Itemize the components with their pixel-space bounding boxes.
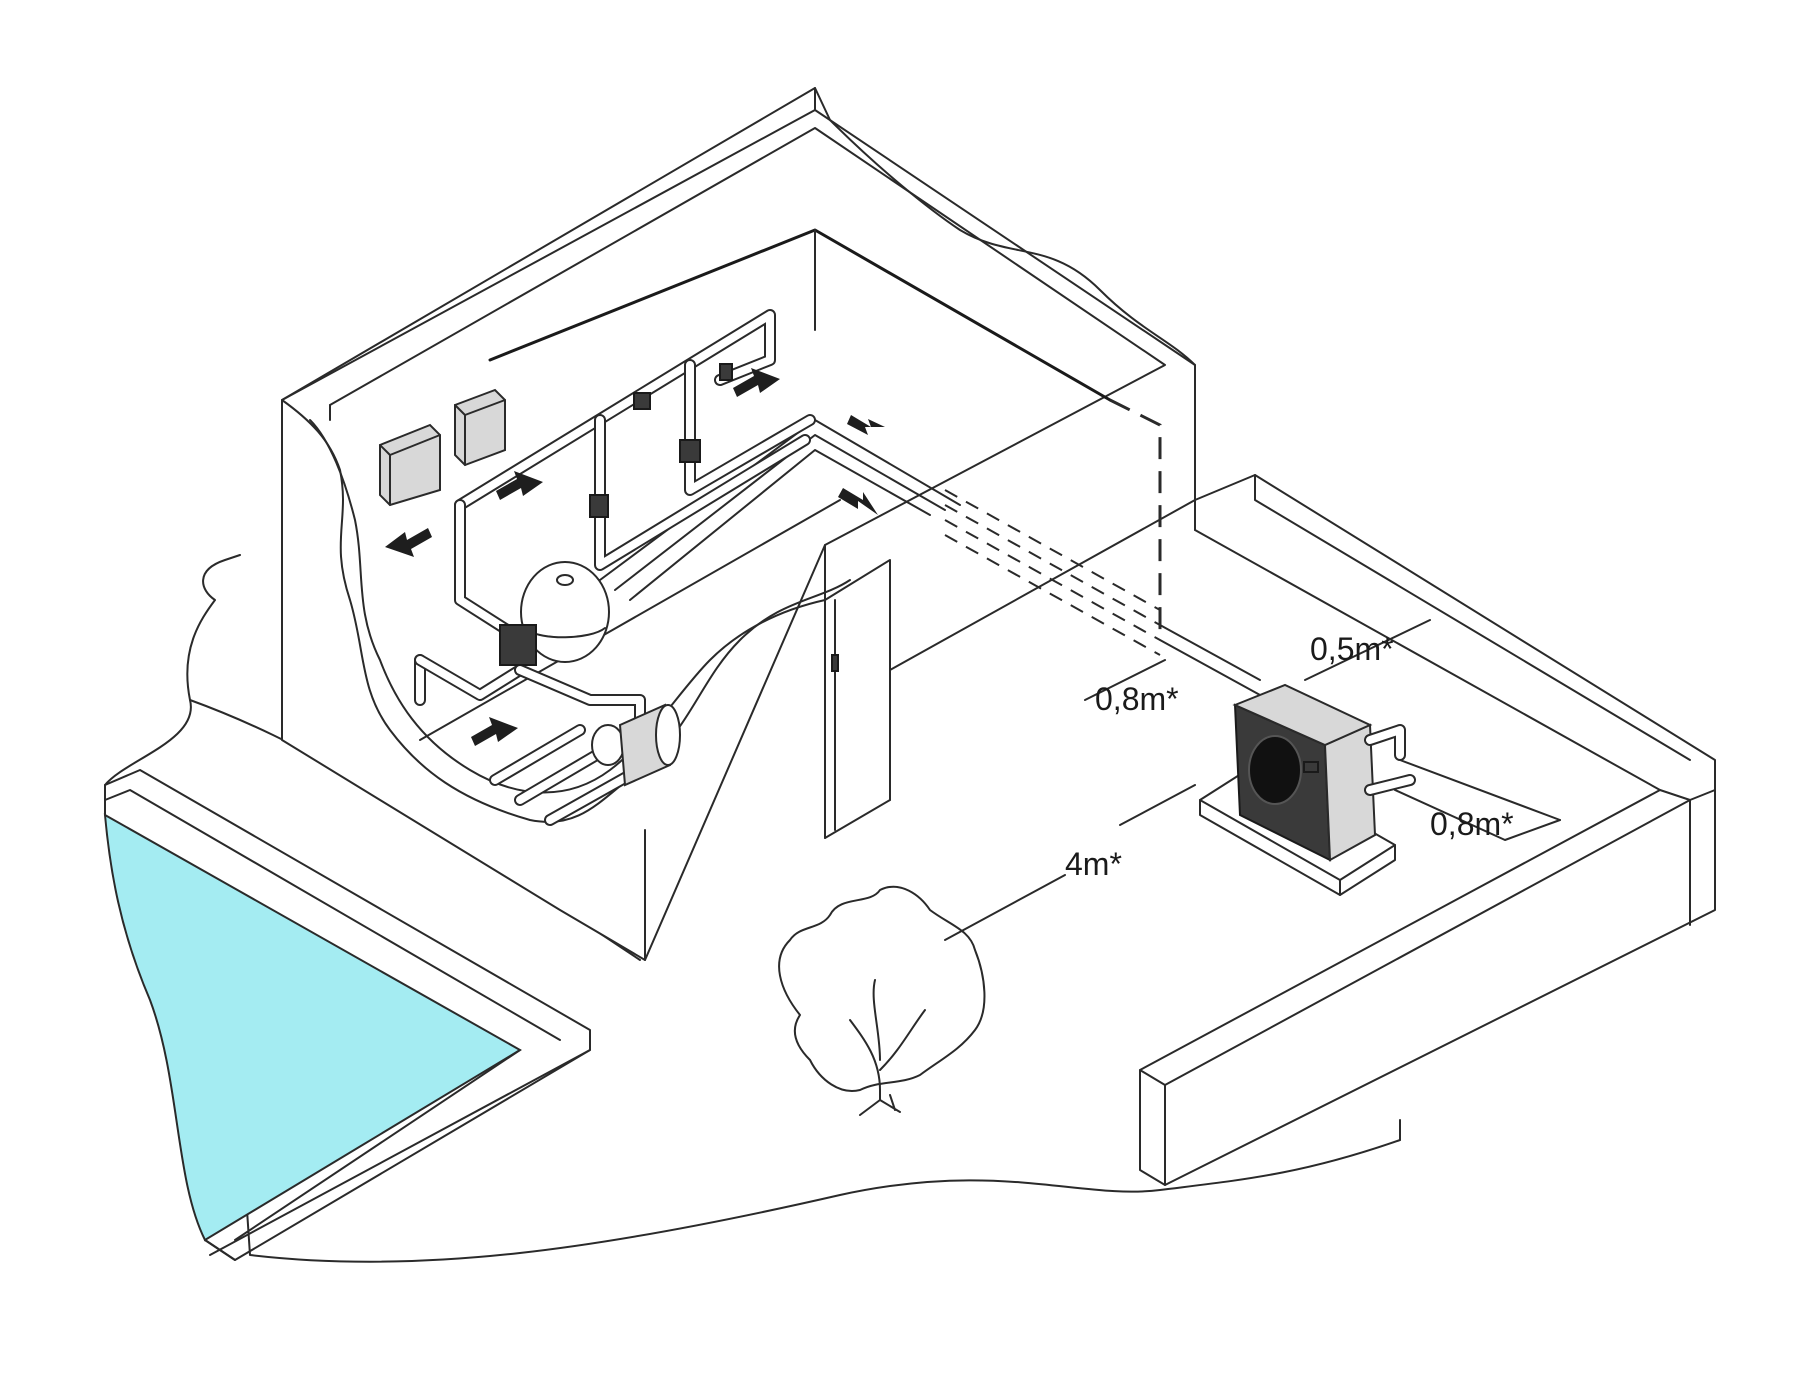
dimension-lines — [944, 619, 1561, 941]
flow-arrow-icon — [385, 528, 432, 557]
door-handle-icon — [831, 654, 839, 672]
buried-pipe-route — [944, 398, 1261, 696]
pool-water — [103, 813, 522, 1242]
valve-icon — [679, 439, 701, 463]
heat-pump — [1199, 683, 1416, 896]
dim-label-right: 0,8m* — [1430, 806, 1514, 842]
flow-arrow-icon — [838, 488, 878, 515]
garden-wall — [1139, 474, 1716, 1186]
display-panel-icon — [1303, 761, 1319, 773]
sand-filter — [499, 561, 610, 666]
multiport-valve-icon — [499, 624, 537, 666]
dim-label-wall: 0,8m* — [1095, 681, 1179, 717]
dim-label-top: 0,5m* — [1310, 631, 1394, 667]
dim-label-front: 4m* — [1065, 846, 1122, 882]
valve-icon — [719, 363, 733, 381]
flow-arrow-icon — [471, 717, 518, 746]
pipe-network — [414, 309, 816, 826]
valve-icon — [589, 494, 609, 518]
fan-grille-icon — [1248, 735, 1302, 805]
technical-room — [281, 87, 1196, 961]
flow-arrows — [385, 368, 885, 746]
control-boxes — [379, 388, 506, 507]
terrace-ground — [239, 1104, 1401, 1263]
flow-arrow-icon — [733, 368, 780, 397]
pool-pump-icon — [591, 724, 625, 766]
pool-pump — [591, 703, 681, 787]
tree-icon — [778, 885, 986, 1116]
flow-arrow-icon — [496, 471, 543, 500]
control-box-left — [379, 423, 441, 507]
swimming-pool — [103, 769, 591, 1261]
sand-filter-icon — [520, 561, 610, 663]
control-box-right — [454, 388, 506, 467]
flow-arrow-icon — [847, 415, 885, 435]
valve-icon — [633, 392, 651, 410]
